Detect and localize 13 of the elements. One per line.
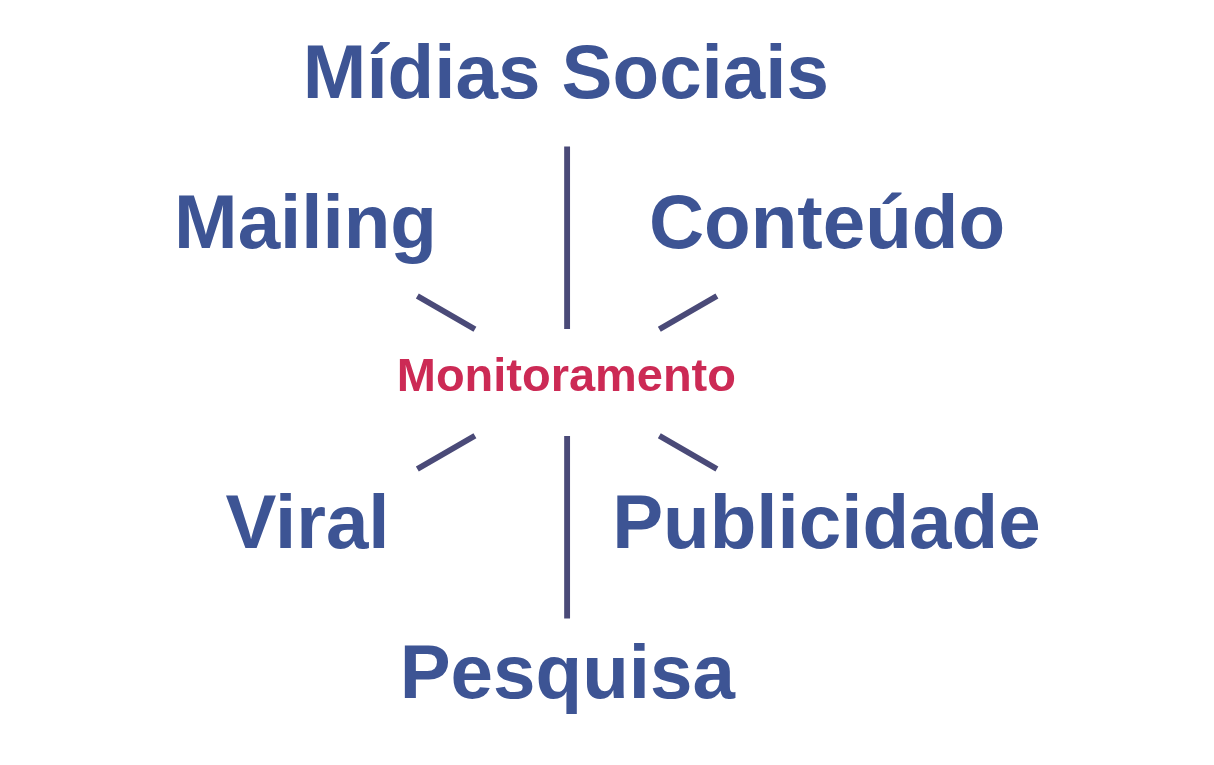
node-text: Mídias Sociais bbox=[302, 29, 829, 115]
node-text: Conteúdo bbox=[648, 179, 1005, 265]
connector bbox=[563, 436, 570, 619]
connector bbox=[415, 433, 476, 472]
node-text: Viral bbox=[224, 478, 390, 564]
connector bbox=[563, 146, 570, 329]
connector bbox=[657, 433, 718, 472]
node-text: Mailing bbox=[173, 179, 437, 265]
node-text: Monitoramento bbox=[396, 347, 736, 401]
node-text: Pesquisa bbox=[399, 628, 735, 714]
node-text: Publicidade bbox=[611, 478, 1041, 564]
connector bbox=[415, 293, 476, 332]
connector bbox=[657, 293, 718, 332]
